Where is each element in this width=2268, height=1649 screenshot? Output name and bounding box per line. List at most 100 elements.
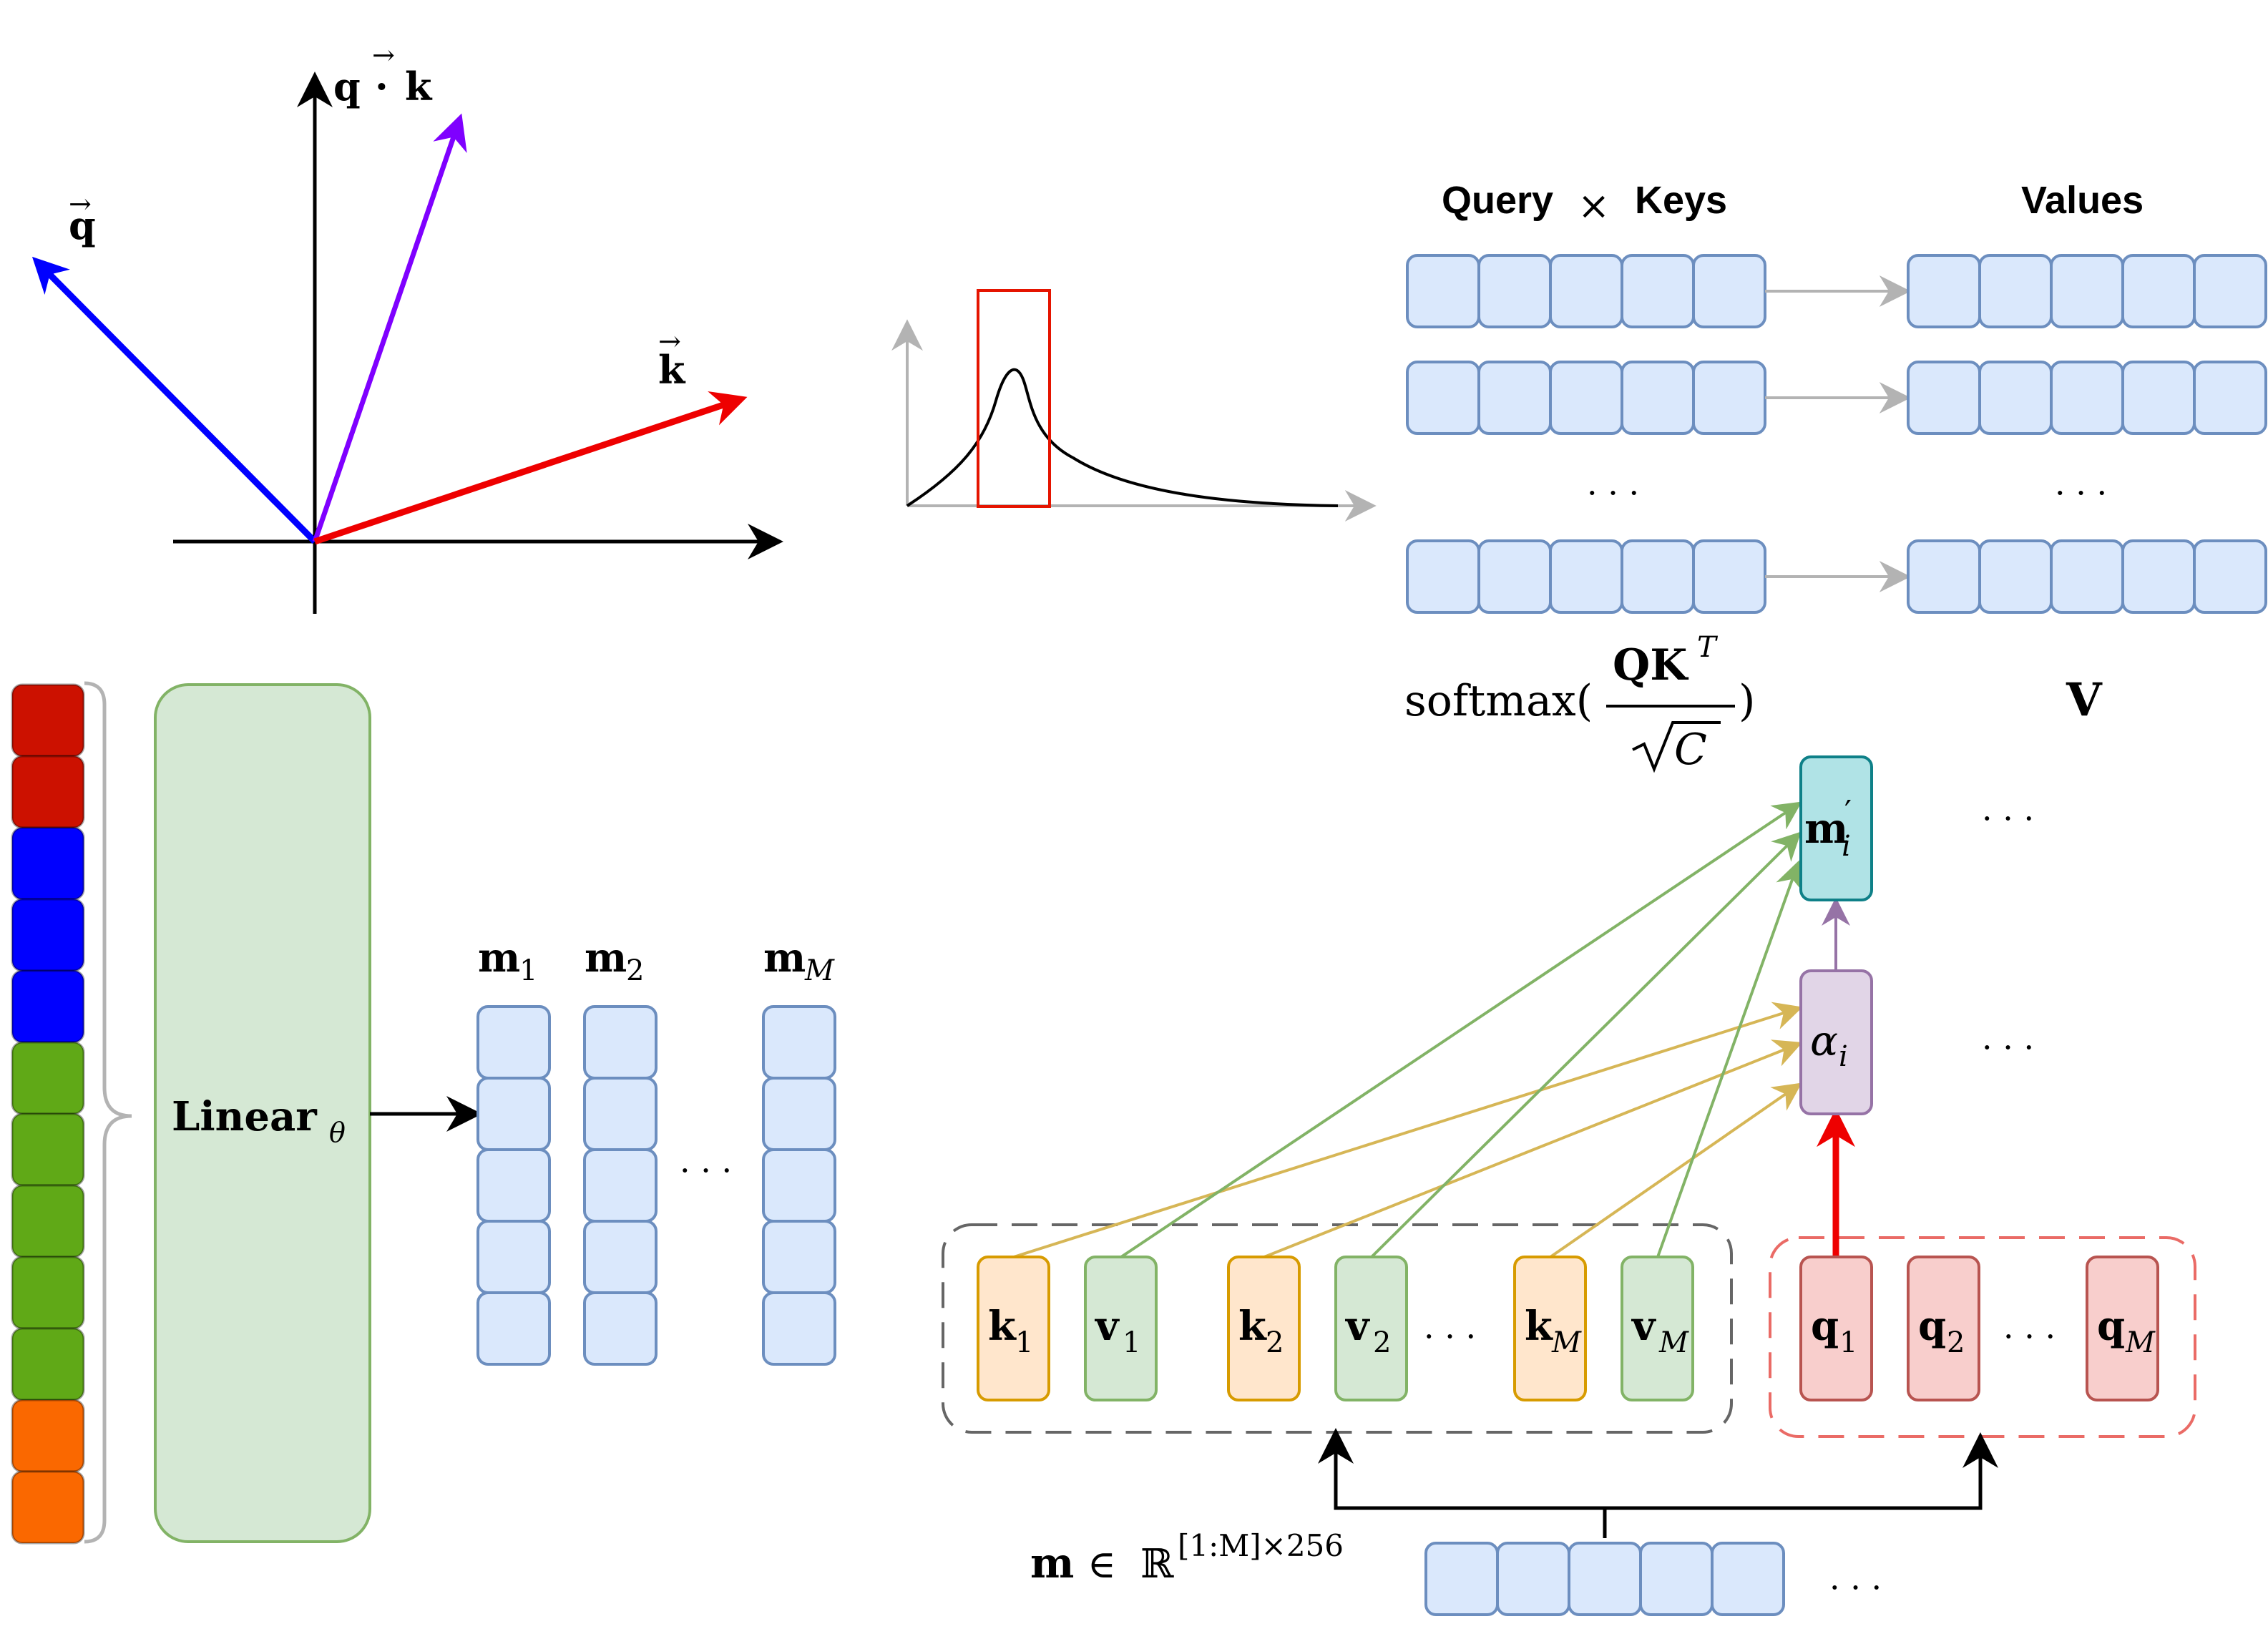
- key-cell: [1477, 539, 1552, 614]
- key-cell: [1692, 254, 1766, 328]
- q-vector-label-text: q: [69, 202, 96, 248]
- key-cell: [1406, 539, 1480, 614]
- key-label: k: [1525, 1303, 1553, 1350]
- mprime-box: [1799, 755, 1873, 901]
- k-vector-label: k →: [658, 326, 686, 393]
- item-subscript: 2: [1266, 1326, 1284, 1359]
- key-cell: [1549, 254, 1623, 328]
- memory-split-connector: [1318, 1428, 1607, 1538]
- key-cell: [1549, 361, 1623, 435]
- item-subscript: 1: [1839, 1326, 1857, 1359]
- alpha-node: α i: [1799, 969, 1873, 1115]
- value-box: [1621, 1256, 1694, 1401]
- linear-label: Linear: [172, 1093, 318, 1140]
- value-label: v: [1344, 1303, 1370, 1350]
- token-cell: [476, 1291, 551, 1366]
- memory-m: m: [1030, 1539, 1074, 1587]
- token-label: m: [763, 934, 806, 982]
- mprime-node: m ′ i: [1799, 755, 1873, 901]
- dot-k: k: [405, 64, 433, 109]
- vector-arrow-accent: →: [69, 188, 92, 220]
- memory-cell: [1496, 1542, 1570, 1616]
- value-to-mprime-line: [1370, 831, 1802, 1258]
- key-to-alpha-line: [1263, 1039, 1803, 1258]
- attention-connections: [1013, 801, 1804, 1258]
- item-subscript: M: [1658, 1326, 1689, 1359]
- memory-split-connector-right: [1605, 1432, 1998, 1510]
- token-cell: [762, 1005, 836, 1080]
- item-subscript: M: [1551, 1326, 1582, 1359]
- feature-cell: [11, 755, 85, 829]
- token-cell: [762, 1077, 836, 1151]
- key-cell: [1621, 539, 1695, 614]
- query-box: [2086, 1256, 2159, 1401]
- grid-row: [1406, 254, 2267, 328]
- value-cell: [1978, 254, 2053, 328]
- token-cell: [762, 1148, 836, 1223]
- q-ellipsis: · · ·: [2003, 1317, 2056, 1356]
- token-cell: [476, 1077, 551, 1151]
- value-cell: [1907, 361, 1981, 435]
- ellipsis-keys: · · ·: [1587, 474, 1639, 512]
- softmax-numerator: QK: [1613, 640, 1688, 690]
- value-cell: [2050, 254, 2124, 328]
- feature-cell: [11, 1112, 85, 1187]
- softmax-close: ): [1739, 676, 1755, 726]
- feature-cell: [11, 1399, 85, 1473]
- alpha-box: [1799, 969, 1873, 1115]
- memory-row: [1424, 1542, 1785, 1616]
- memory-cell: [1711, 1542, 1785, 1616]
- q-vector: [31, 256, 318, 544]
- softmax-denominator: C: [1674, 725, 1707, 775]
- feature-cell: [11, 1470, 85, 1545]
- softmax-text: softmax(: [1404, 676, 1593, 726]
- softmax-formula: softmax( QK T C ): [1404, 631, 1755, 775]
- value-to-mprime-line: [1120, 801, 1802, 1258]
- token-cell: [762, 1220, 836, 1294]
- stack-brace: [84, 681, 132, 1544]
- value-cell: [2121, 254, 2196, 328]
- memory-cell: [1568, 1542, 1642, 1616]
- key-to-alpha-line: [1549, 1082, 1802, 1258]
- key-box: [1227, 1256, 1301, 1401]
- vector-arrow-accent: →: [658, 326, 681, 357]
- q-vector-label: q →: [69, 188, 96, 248]
- value-label: v: [1631, 1303, 1656, 1350]
- token-subscript: M: [804, 954, 835, 987]
- header-values: Values: [2021, 179, 2144, 222]
- value-cell: [2050, 539, 2124, 614]
- mprime-ellipsis: · · ·: [1982, 799, 2034, 838]
- key-cell: [1406, 254, 1480, 328]
- key-cell: [1549, 539, 1623, 614]
- item-subscript: 2: [1373, 1326, 1391, 1359]
- dot-operator: ·: [375, 64, 388, 109]
- item-subscript: 1: [1123, 1326, 1140, 1359]
- feature-cell: [11, 898, 85, 972]
- alpha-label: α: [1810, 1017, 1838, 1065]
- header-query: Query: [1442, 179, 1553, 222]
- query-keys-values-grid: Query × Keys Values · · · · · ·: [1406, 179, 2267, 614]
- value-cell: [2193, 254, 2267, 328]
- feature-cell: [11, 969, 85, 1044]
- qk-vector: [312, 113, 467, 543]
- query-label: q: [2097, 1303, 2125, 1350]
- value-cell: [1978, 361, 2053, 435]
- key-label: k: [1238, 1303, 1267, 1350]
- value-box: [1334, 1256, 1408, 1401]
- feature-cell: [11, 826, 85, 901]
- value-cell: [1978, 539, 2053, 614]
- key-cell: [1477, 361, 1552, 435]
- softmax-numerator-sup: T: [1697, 631, 1719, 664]
- token-subscript: 1: [519, 954, 537, 987]
- sqrt-sign: [1632, 721, 1721, 773]
- token-cell: [583, 1005, 658, 1080]
- kv-ellipsis: · · ·: [1424, 1317, 1476, 1356]
